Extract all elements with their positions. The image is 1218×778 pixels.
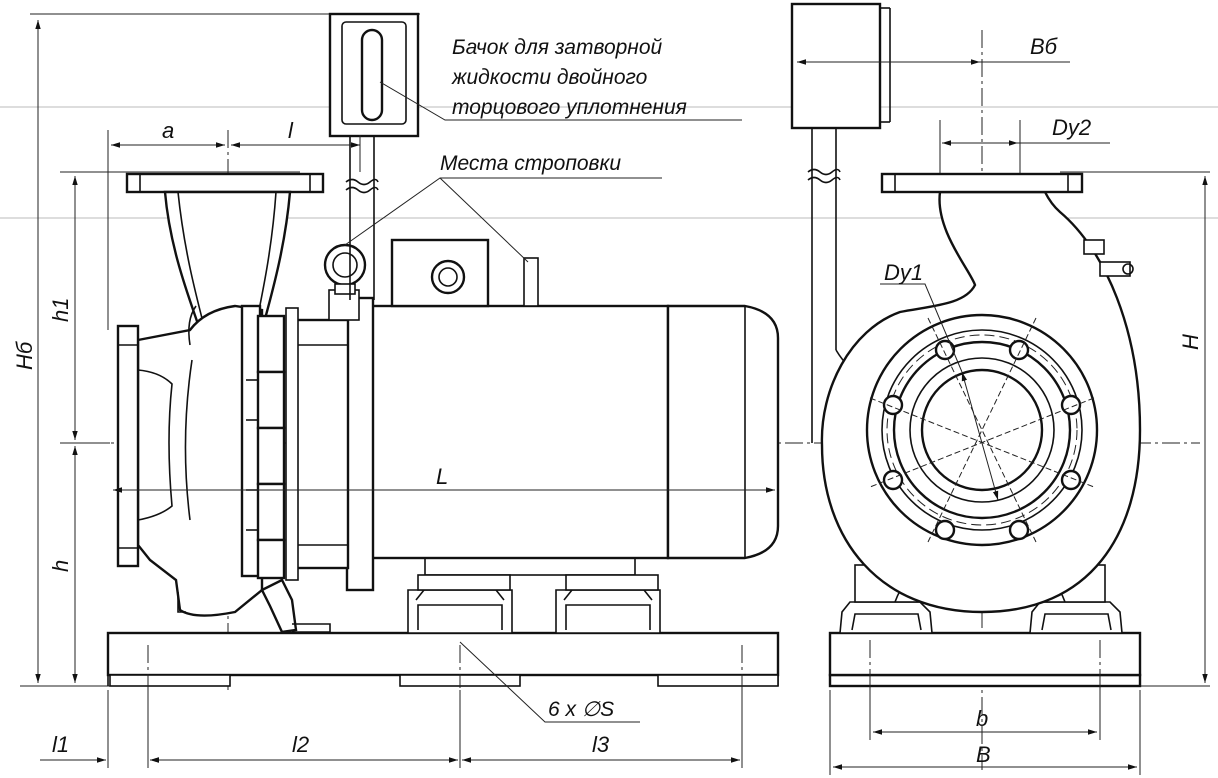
annotations: Бачок для затворной жидкости двойного то… [12, 34, 1203, 767]
dim-b: b [976, 706, 988, 731]
slinging-note: Места строповки [440, 152, 621, 175]
electric-motor [370, 238, 780, 560]
dim-B: B [976, 742, 991, 767]
dim-a: a [162, 118, 174, 143]
leader-lines [344, 81, 742, 723]
dim-l3: l3 [592, 732, 610, 757]
dim-h: h [48, 560, 73, 572]
side-view [20, 12, 1200, 768]
pump-casing [116, 172, 331, 634]
dim-l: l [288, 118, 294, 143]
seal-liquid-tank-front [790, 2, 891, 443]
dim-l1: l1 [52, 732, 69, 757]
dim-H: H [1178, 334, 1203, 350]
dim-h1: h1 [48, 298, 73, 322]
dim-Dy2: Dy2 [1052, 115, 1091, 140]
lifting-eye [323, 243, 367, 295]
dim-L: L [436, 464, 448, 489]
lantern-bracket [285, 289, 375, 592]
tank-note-line-3: торцового уплотнения [452, 96, 687, 119]
tank-note-line-1: Бачок для затворной [452, 36, 663, 59]
motor-feet [407, 556, 661, 634]
seal-tank-pipe-side [345, 135, 379, 300]
tank-note-line-2: жидкости двойного [451, 66, 648, 89]
dim-Dy1: Dy1 [884, 260, 923, 285]
base-frame [106, 631, 780, 688]
dim-l2: l2 [292, 732, 309, 757]
front-view [790, 2, 1210, 775]
bolts-note: 6 x ∅S [548, 698, 614, 721]
seal-liquid-tank [328, 12, 420, 138]
flange-bolt-holes [882, 339, 1082, 541]
dim-Hb: Hб [12, 340, 37, 370]
dim-Bb: Bб [1030, 34, 1059, 59]
volute-casing [820, 172, 1142, 614]
